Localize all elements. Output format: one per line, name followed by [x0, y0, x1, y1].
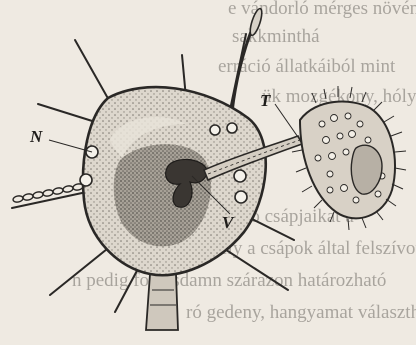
label-t: T	[260, 92, 270, 109]
stalk	[146, 274, 178, 330]
label-v: V	[222, 214, 233, 231]
label-n: N	[30, 128, 42, 145]
tentacle-tip	[248, 7, 264, 36]
prey-ciliate	[292, 86, 406, 230]
